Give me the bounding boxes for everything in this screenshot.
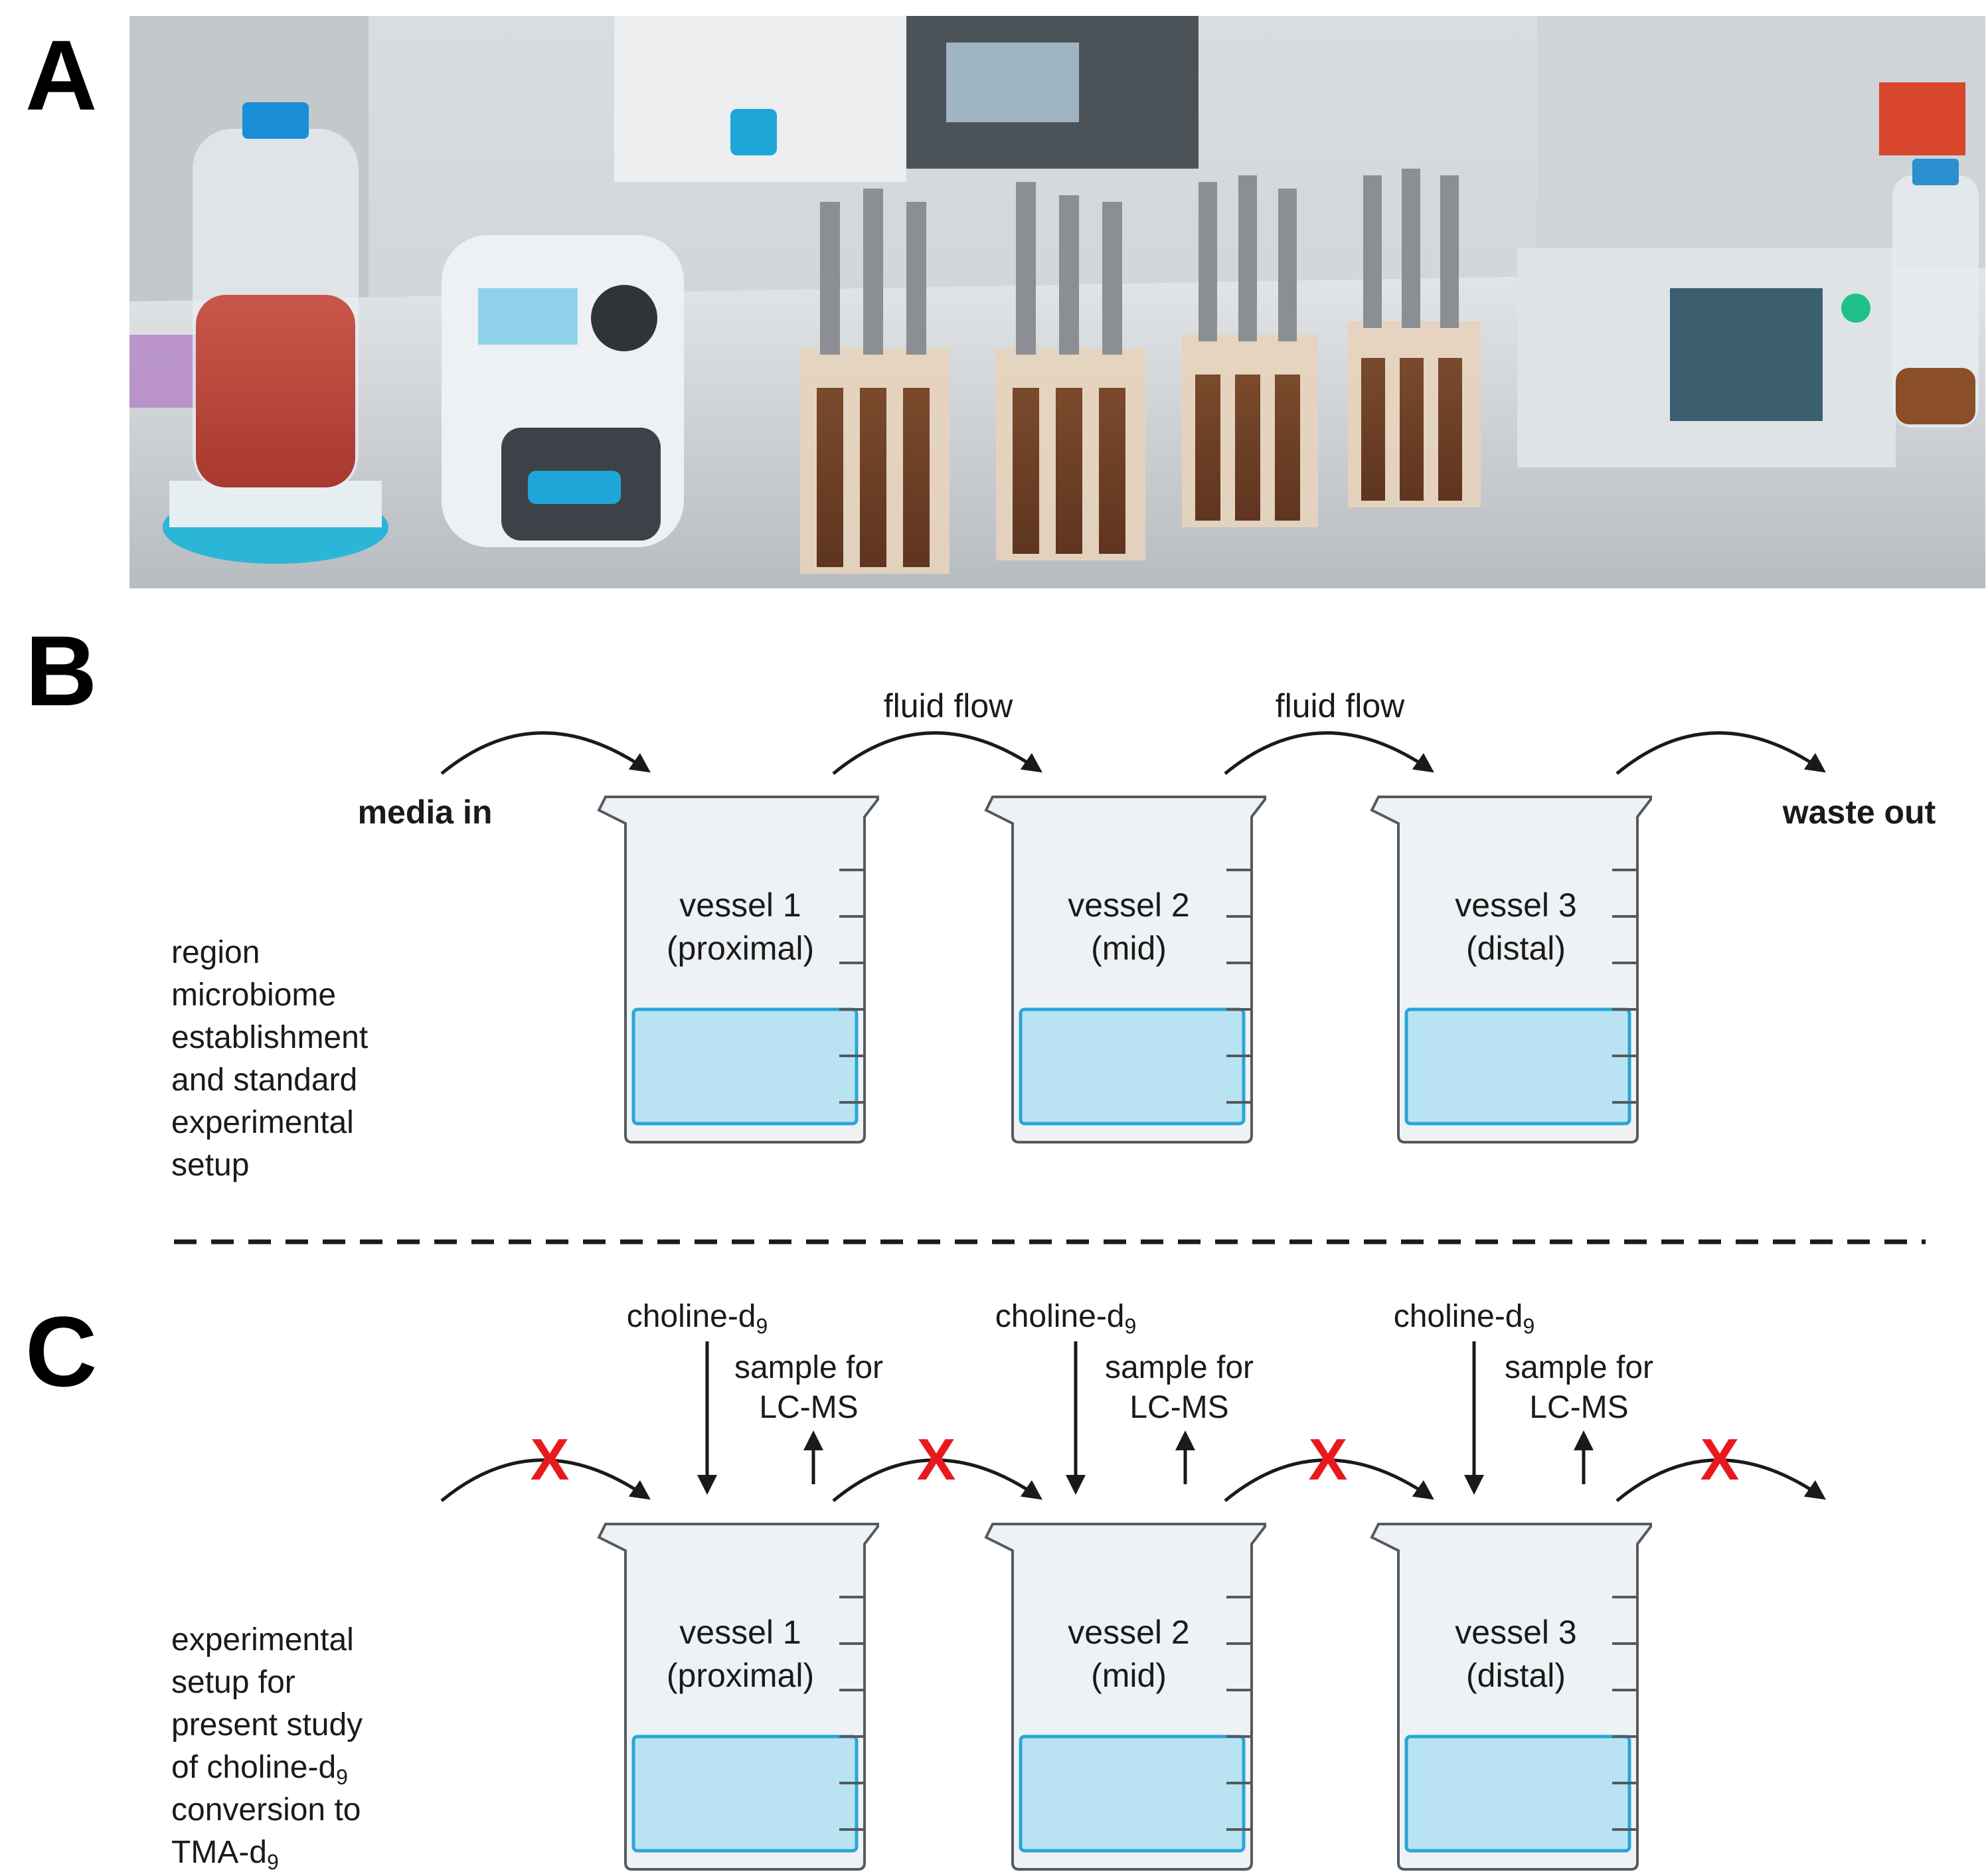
media-in-label: media in: [358, 794, 493, 831]
sample-label-line1: sample for: [734, 1350, 883, 1385]
panel-b: media in waste out fluid flow fluid flow…: [171, 687, 1936, 1183]
fluid-flow-label-2: fluid flow: [1276, 687, 1405, 724]
choline-label: choline-d9: [627, 1299, 768, 1338]
monitor-screen: [946, 43, 1079, 122]
warning-sign: [1879, 82, 1965, 155]
choline-label: choline-d9: [1394, 1299, 1535, 1338]
panel-c: X X X X choline-d9 sample for LC-MS chol…: [171, 1299, 1826, 1874]
panel-c-text-line: experimental: [171, 1622, 354, 1658]
panel-b-text-line: and standard: [171, 1063, 357, 1098]
vessel-b-3-name: vessel 3: [1455, 887, 1576, 924]
pump-clamp: [528, 471, 621, 504]
sample-label-line2: LC-MS: [1129, 1390, 1228, 1425]
reactor-block-4: [1348, 169, 1481, 507]
freezer-logo: [730, 109, 777, 155]
waste-liquid: [1896, 368, 1975, 424]
vessel-b-2-name: vessel 2: [1068, 887, 1189, 924]
reactor-block-1: [800, 189, 950, 574]
vessel-c-1: [599, 1524, 878, 1869]
sample-label-line1: sample for: [1505, 1350, 1653, 1385]
pump-keypad: [591, 285, 657, 351]
vessel-c-2-region: (mid): [1091, 1657, 1167, 1694]
panel-c-text-line: present study: [171, 1707, 363, 1743]
panel-b-text-line: region: [171, 935, 260, 970]
vessel-c-3: [1372, 1524, 1651, 1869]
flow-arrow-1-2: [832, 731, 1042, 775]
vessel-b-1-name: vessel 1: [679, 887, 801, 924]
vessel-b-2-region: (mid): [1091, 930, 1167, 967]
panel-c-text-line: of choline-d9: [171, 1750, 348, 1789]
media-in-arrow: [440, 731, 651, 775]
panel-b-text-line: experimental: [171, 1105, 354, 1140]
panel-label-b: B: [25, 615, 98, 726]
panel-label-a: A: [25, 19, 98, 131]
controller-screen: [1670, 288, 1823, 421]
panel-label-c: C: [25, 1296, 98, 1407]
vessel-c-1-io: choline-d9 sample for LC-MS: [627, 1299, 883, 1495]
bottle-cap: [242, 102, 309, 139]
bioreactor-photo: [129, 16, 1985, 588]
panel-c-text-line: setup for: [171, 1665, 295, 1700]
sample-label-line2: LC-MS: [759, 1390, 858, 1425]
vessel-c-3-io: choline-d9 sample for LC-MS: [1394, 1299, 1653, 1495]
reactor-block-2: [996, 182, 1145, 560]
panel-b-text-line: establishment: [171, 1020, 368, 1055]
choline-label: choline-d9: [995, 1299, 1137, 1338]
vessel-b-2: [986, 797, 1265, 1142]
vessel-b-1-region: (proximal): [667, 930, 814, 967]
waste-bottle-cap: [1912, 159, 1959, 185]
reactor-block-3: [1182, 175, 1318, 527]
fluid-flow-label-1: fluid flow: [884, 687, 1013, 724]
blocked-outflow-arrow: [1615, 1458, 1826, 1502]
panel-c-text-line: TMA-d9: [171, 1835, 279, 1874]
sample-label-line1: sample for: [1105, 1350, 1254, 1385]
blocked-flow-arrow-1-2: [832, 1458, 1042, 1502]
controller-button: [1841, 294, 1870, 323]
blocked-flow-arrow-2-3: [1224, 1458, 1434, 1502]
blocked-inflow-arrow: [440, 1458, 651, 1502]
blocked-x-mark: X: [917, 1426, 956, 1492]
panel-b-text-line: microbiome: [171, 978, 336, 1013]
media-liquid: [196, 295, 355, 487]
sample-label-line2: LC-MS: [1529, 1390, 1628, 1425]
panel-c-description: experimental setup for present study of …: [171, 1622, 363, 1874]
blocked-x-mark: X: [531, 1426, 570, 1492]
vessel-c-2-name: vessel 2: [1068, 1614, 1189, 1651]
panel-b-text-line: setup: [171, 1148, 249, 1183]
vessel-c-2: [986, 1524, 1265, 1869]
vessel-c-1-name: vessel 1: [679, 1614, 801, 1651]
vessel-c-3-region: (distal): [1466, 1657, 1566, 1694]
vessel-b-3-region: (distal): [1466, 930, 1566, 967]
panel-b-description: region microbiome establishment and stan…: [171, 935, 368, 1183]
pump-display: [478, 288, 578, 345]
vessel-c-2-io: choline-d9 sample for LC-MS: [995, 1299, 1254, 1495]
flow-arrow-2-3: [1224, 731, 1434, 775]
panel-c-text-line: conversion to: [171, 1792, 361, 1828]
waste-bottle: [1892, 175, 1979, 428]
vessel-c-1-region: (proximal): [667, 1657, 814, 1694]
vessel-b-1: [599, 797, 878, 1142]
blocked-x-mark: X: [1700, 1426, 1740, 1492]
waste-out-arrow: [1615, 731, 1826, 775]
vessel-c-3-name: vessel 3: [1455, 1614, 1576, 1651]
blocked-x-mark: X: [1309, 1426, 1348, 1492]
vessel-b-3: [1372, 797, 1651, 1142]
waste-out-label: waste out: [1782, 794, 1936, 831]
